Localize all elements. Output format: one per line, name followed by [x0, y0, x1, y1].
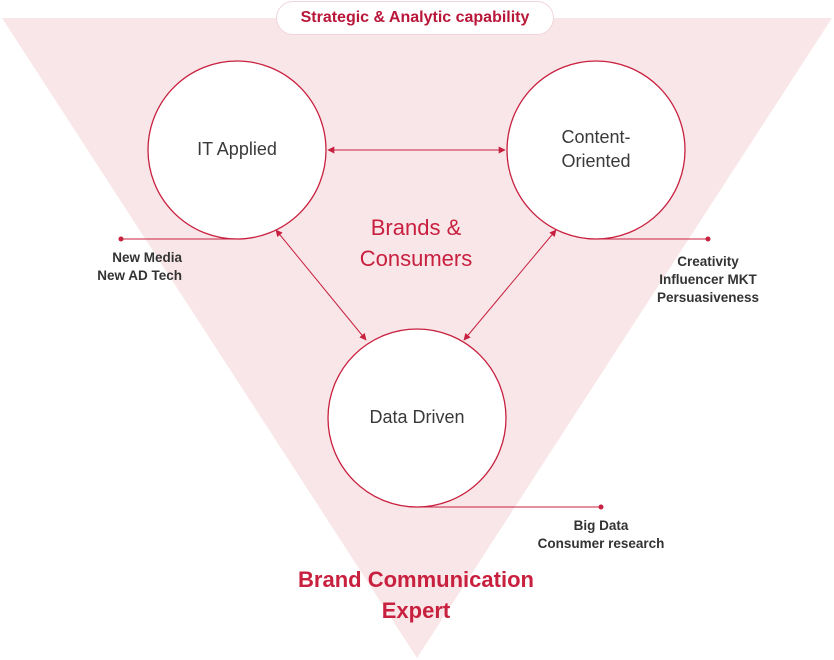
content-oriented-line-2: Oriented: [561, 151, 631, 171]
arrow-it-data: [275, 229, 367, 341]
annotation-bottom: Big Data Consumer research: [520, 517, 682, 553]
center-title-line-1: Brands &: [370, 215, 462, 240]
center-title-line-2: Consumers: [359, 246, 473, 271]
annotation-bottom-line-1: Big Data: [573, 518, 629, 533]
footer-title-line-2: Expert: [381, 598, 451, 623]
annotation-right-line-3: Persuasiveness: [656, 290, 760, 305]
footer-title: Brand Communication Expert: [236, 564, 596, 626]
leader-right-dot: [705, 236, 711, 242]
it-applied-label: IT Applied: [197, 139, 277, 159]
annotation-left: New Media New AD Tech: [60, 249, 182, 285]
leader-left-dot: [118, 236, 124, 242]
strategic-capability-pill: Strategic & Analytic capability: [276, 1, 554, 35]
annotation-left-line-1: New Media: [112, 250, 182, 265]
leader-bottom-dot: [598, 504, 604, 510]
data-driven-label: Data Driven: [369, 407, 465, 427]
pill-label: Strategic & Analytic capability: [300, 9, 530, 26]
annotation-bottom-line-2: Consumer research: [537, 536, 665, 551]
content-oriented-label: Content- Oriented: [516, 125, 676, 173]
footer-title-line-1: Brand Communication: [298, 567, 534, 592]
center-title: Brands & Consumers: [318, 212, 514, 274]
content-oriented-line-1: Content-: [561, 127, 631, 147]
annotation-left-line-2: New AD Tech: [97, 268, 182, 283]
annotation-right-line-1: Creativity: [677, 254, 739, 269]
arrow-content-data: [463, 229, 557, 341]
annotation-right: Creativity Influencer MKT Persuasiveness: [628, 253, 788, 307]
annotation-right-line-2: Influencer MKT: [659, 272, 757, 287]
